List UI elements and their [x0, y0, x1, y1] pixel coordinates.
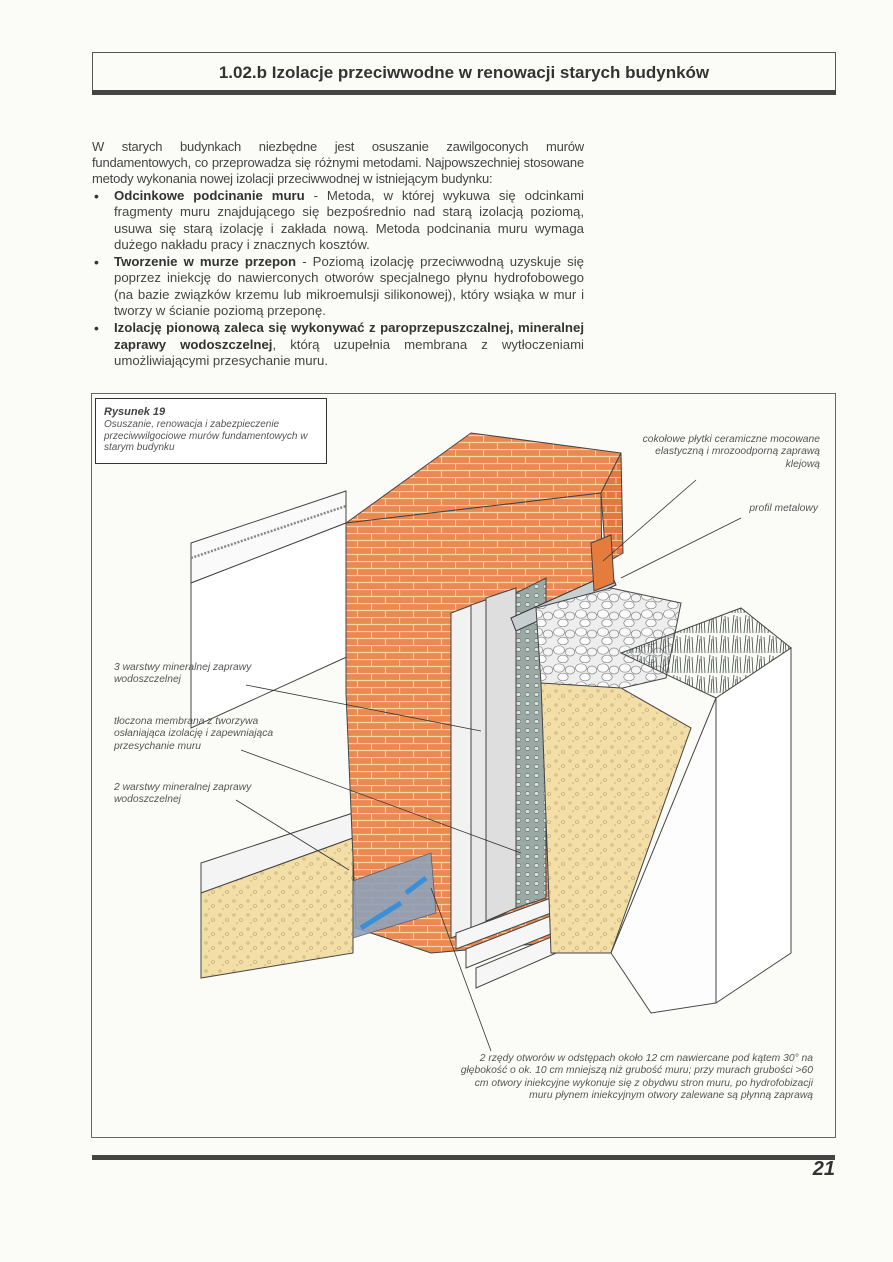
injection-zone [352, 852, 437, 939]
sand-backfill [540, 682, 692, 954]
bullet-icon: • [94, 254, 99, 271]
floor-slab [190, 490, 352, 729]
dimpled-membrane [515, 577, 547, 909]
page-number: 21 [812, 1158, 835, 1180]
figure-caption-text: Osuszanie, renowacja i zabezpieczenie pr… [104, 419, 308, 454]
soil-block [715, 647, 792, 1004]
label-profile: profil metalowy [749, 503, 818, 514]
foundation-diagram [190, 432, 792, 1052]
footing-steps [455, 897, 557, 989]
list-item-text: - Poziomą izolację przeciwwodną uzyskuje… [114, 254, 584, 319]
figure-caption-title: Rysunek 19 [104, 406, 166, 418]
bullet-icon: • [94, 188, 99, 204]
list-item: • Tworzenie w murze przepon - Poziomą izo… [92, 254, 584, 319]
label-two-layers: 2 warstwy mineralnej zaprawy wodoszczeln… [114, 782, 252, 806]
header-rule [92, 90, 836, 95]
label-membrane: tłoczona membrana z tworzywa osłaniająca… [114, 716, 274, 752]
bullet-icon: • [94, 320, 99, 337]
mortar-layer [485, 587, 517, 922]
list-item: • Izolację pionową zaleca się wykonywać z… [92, 320, 584, 369]
list-item-title: Odcinkowe podcinanie muru [114, 188, 305, 203]
ceramic-tiles [590, 534, 615, 592]
injection-hole [359, 900, 403, 931]
list-item-title: Izolację pionową zaleca się wykonywać z … [114, 320, 584, 352]
lower-slab [200, 812, 354, 979]
injection-hole [404, 876, 428, 895]
page-title: 1.02.b Izolacje przeciwwodne w renowacji… [218, 63, 710, 82]
figure-frame [91, 393, 836, 1138]
leader-lines [235, 479, 742, 1052]
figure-caption: Rysunek 19 Osuszanie, renowacja i zabezp… [95, 398, 327, 464]
list-item: • Odcinkowe podcinanie muru - Metoda, w k… [92, 188, 584, 253]
label-injection-holes: 2 rzędy otworów w odstępach około 12 cm … [460, 1053, 813, 1102]
list-item-text: - Metoda, w której wykuwa się odcinkami … [114, 188, 584, 252]
label-tiles: cokołowe płytki ceramiczne mocowane elas… [642, 434, 820, 470]
soil-slope [610, 697, 717, 1014]
header-box [92, 52, 836, 90]
list-item-text: , którą uzupełnia membrana z wytłoczenia… [114, 336, 584, 368]
intro-paragraph: W starych budynkach niezbędne jest osusz… [92, 139, 584, 187]
footer-rule [92, 1155, 835, 1160]
list-item-title: Tworzenie w murze przepon [114, 254, 297, 270]
method-list: • Odcinkowe podcinanie muru - Metoda, w k… [92, 188, 584, 370]
label-three-layers: 3 warstwy mineralnej zaprawy wodoszczeln… [114, 662, 252, 686]
